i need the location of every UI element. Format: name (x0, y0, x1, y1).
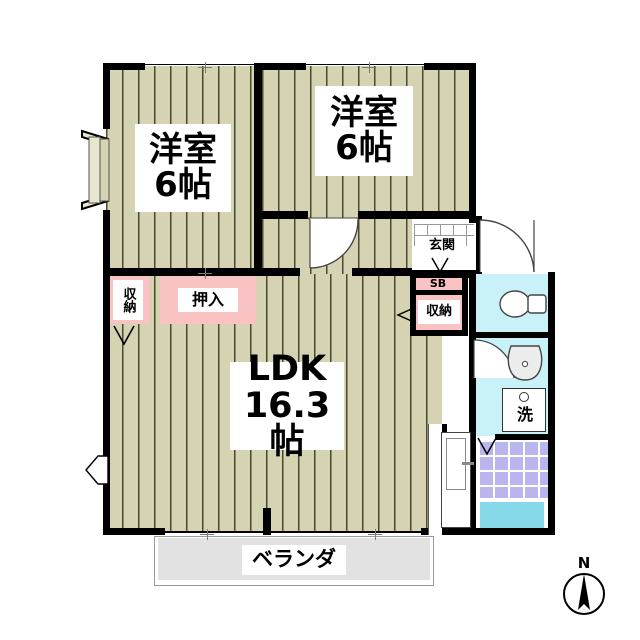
wall-hall-left (254, 211, 262, 276)
toilet-fixture-icon (498, 284, 548, 324)
wall-bottom-right (421, 528, 476, 535)
wall-left-upper (103, 63, 110, 129)
label-closet-entry-text: 収納 (425, 304, 452, 320)
compass-north-icon: N (556, 552, 612, 618)
closet-left-open-arrow-icon (112, 324, 136, 346)
label-genkan: 玄関 (418, 236, 466, 256)
shoe-box-sb (414, 276, 462, 292)
label-genkan-text: 玄関 (428, 238, 455, 254)
room-label-bedroom-left-text: 洋室 6帖 (149, 129, 217, 205)
wall-hall-bottom-b (352, 268, 412, 276)
label-washer: 洗 (510, 402, 540, 428)
wall-hall-bottom-a (254, 268, 300, 276)
closet-entry-open-arrow-icon (396, 305, 418, 325)
dim-tick-balcony-left-v (207, 529, 208, 540)
wall-genkan-right (548, 272, 555, 282)
washing-machine-drain-icon (519, 392, 529, 402)
label-closet-entry: 収納 (418, 300, 460, 324)
label-closet-left: 収納 (113, 280, 143, 320)
door-bedroom-right[interactable] (306, 216, 360, 272)
wall-bath-top (495, 434, 549, 440)
room-label-bedroom-left: 洋室 6帖 (135, 124, 231, 212)
label-shoe-box-text: SB (429, 277, 447, 291)
dim-tick-top-left-v (205, 62, 206, 73)
window-balcony-left (165, 531, 263, 533)
wall-closet-entry-left (410, 270, 416, 336)
genkan-open-arrow-icon (430, 256, 450, 274)
room-label-bedroom-right-text: 洋室 6帖 (330, 92, 398, 168)
label-shoe-box: SB (424, 277, 452, 291)
wall-between-bedrooms (254, 63, 262, 213)
label-oshiire: 押入 (178, 288, 238, 312)
door-entrance[interactable] (478, 218, 540, 274)
wall-bedroom-left-bottom (103, 268, 262, 276)
label-veranda-text: ベランダ (252, 547, 336, 572)
room-label-bedroom-right: 洋室 6帖 (315, 86, 413, 176)
washbasin-fixture-icon (505, 340, 547, 384)
wall-bottom-left (103, 528, 165, 535)
veranda-outline (154, 536, 434, 586)
window-left-bay (80, 129, 110, 211)
wall-toilet-bottom (469, 332, 549, 338)
label-oshiire-text: 押入 (191, 289, 224, 309)
dim-tick-balcony-right-v (375, 529, 376, 540)
wall-genkan-top (476, 216, 482, 274)
wall-top-right (424, 63, 476, 70)
label-closet-left-text: 収納 (120, 287, 136, 313)
wall-left-lower (103, 210, 110, 535)
wall-closet-entry-right (462, 270, 468, 336)
wall-bedroom-right-bottom-a (262, 211, 308, 219)
label-washer-text: 洗 (516, 404, 533, 424)
bathtub (480, 502, 544, 528)
svg-text:N: N (578, 554, 591, 572)
wall-sb-divider (410, 290, 468, 295)
wall-right-outer (548, 272, 555, 535)
window-top-right (306, 64, 424, 65)
window-balcony-right (271, 531, 421, 533)
wall-closet-entry-bottom (410, 330, 468, 336)
window-top-left (145, 64, 257, 65)
room-label-ldk-text: LDK 16.3帖 (243, 349, 331, 463)
bath-open-arrow-icon (476, 436, 498, 456)
wall-bedroom-right-bottom-b (358, 211, 476, 219)
wall-genkan-bottom (410, 270, 476, 278)
dim-tick-top-right-v (369, 62, 370, 73)
kitchen-unit-handle-icon (462, 462, 474, 465)
kitchen-counter-fixture (428, 424, 442, 535)
window-ldk-left (84, 452, 110, 488)
wall-right-bedroom (469, 63, 476, 223)
wall-sanitary-left (469, 272, 476, 535)
wall-bottom-mid-post (263, 508, 271, 535)
label-veranda: ベランダ (242, 545, 346, 575)
dim-tick-closet-v (205, 268, 206, 279)
room-label-ldk: LDK 16.3帖 (230, 351, 344, 460)
wall-top-left (103, 63, 145, 70)
wall-top-mid (254, 63, 306, 70)
wall-sanitary-bottom (469, 528, 555, 535)
